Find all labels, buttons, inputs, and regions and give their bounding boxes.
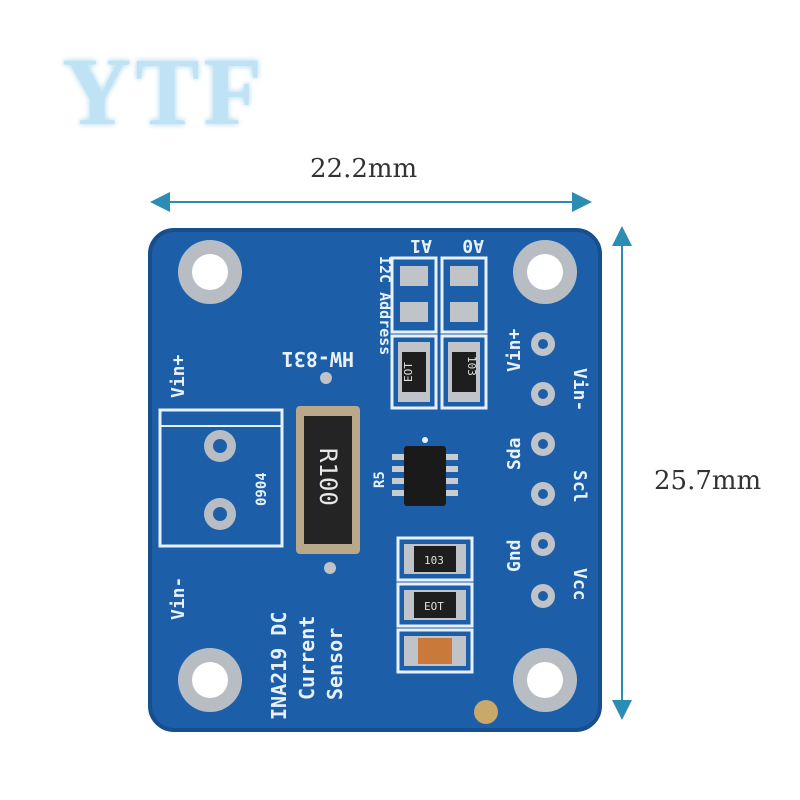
resistor-code: 103 xyxy=(424,554,444,567)
height-dimension-label: 25.7mm xyxy=(654,466,762,496)
test-pad xyxy=(474,700,498,724)
shunt-marking: R100 xyxy=(314,448,342,506)
vin-plus-terminal-label: Vin+ xyxy=(168,354,189,398)
product-name-line3: Sensor xyxy=(323,628,347,700)
address-resistors xyxy=(390,334,488,410)
pin-label-scl: Scl xyxy=(569,470,590,503)
shunt-resistor xyxy=(296,406,360,554)
resistor-code: EOT xyxy=(424,600,444,613)
resistor-code: 103 xyxy=(465,356,478,376)
address-jumpers xyxy=(390,256,488,334)
via xyxy=(320,372,332,384)
via xyxy=(324,562,336,574)
mounting-holes xyxy=(178,240,577,712)
screw-terminal xyxy=(158,408,284,548)
pin-label-vin-plus: Vin+ xyxy=(504,328,525,372)
terminal-code: 0904 xyxy=(254,472,270,506)
vin-minus-terminal-label: Vin- xyxy=(168,577,189,620)
pin-label-gnd: Gnd xyxy=(504,539,525,572)
ina219-chip xyxy=(392,437,458,506)
watermark-logo: YTF xyxy=(62,38,266,145)
product-name-line1: INA219 DC xyxy=(267,612,291,720)
product-name-line2: Current xyxy=(295,616,319,700)
pin-label-vcc: Vcc xyxy=(569,568,590,601)
model-label: HW-831 xyxy=(282,347,354,371)
pin-label-vin-minus: Vin- xyxy=(569,368,590,411)
bottom-components xyxy=(396,536,474,674)
header-pins xyxy=(531,332,555,608)
resistor-code: EOT xyxy=(402,362,415,382)
address-label: I2C Address xyxy=(376,256,394,355)
pin-label-sda: Sda xyxy=(504,437,525,470)
jumper-label-a0: A0 xyxy=(462,235,484,256)
width-dimension-label: 22.2mm xyxy=(310,154,418,184)
jumper-label-a1: A1 xyxy=(410,235,432,256)
shunt-ref-label: R5 xyxy=(372,471,388,488)
